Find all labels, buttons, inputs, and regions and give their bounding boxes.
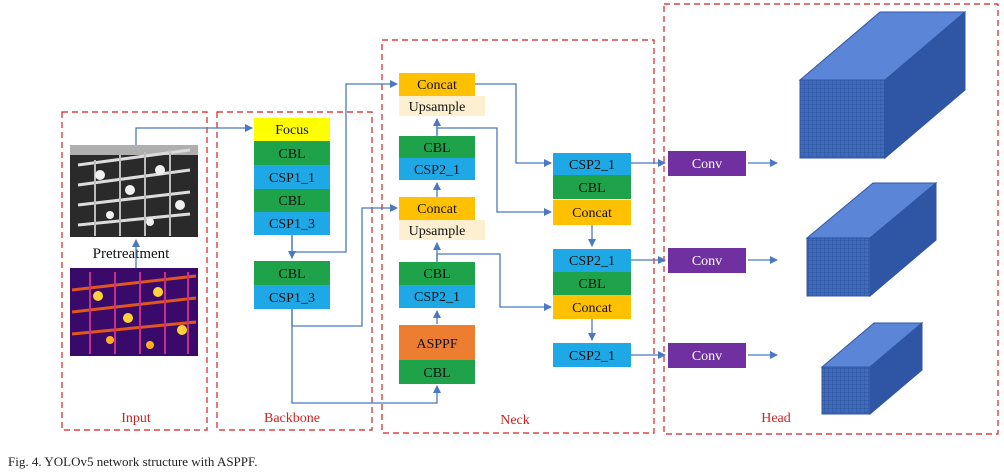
csp2-1-block <box>399 158 475 180</box>
csp1-3-label: CSP1_3 <box>269 291 315 306</box>
concat-label: Concat <box>572 301 612 316</box>
concat-label: Concat <box>417 78 457 93</box>
arrow-csp1-3-to-concat-top <box>291 80 398 253</box>
concat-block <box>399 197 475 220</box>
pretreatment-label: Pretreatment <box>93 246 170 262</box>
upsample-block <box>399 96 485 116</box>
cbl-label: CBL <box>423 141 450 156</box>
cbl-label: CBL <box>278 267 305 282</box>
cbl-label: CBL <box>578 181 605 196</box>
section-label-input: Input <box>121 411 151 426</box>
cbl-label: CBL <box>423 267 450 282</box>
csp1-3-block <box>254 212 330 235</box>
csp1-1-block <box>254 165 330 189</box>
upsample-block <box>399 220 485 240</box>
backbone-section-frame <box>216 111 373 431</box>
cbl-block <box>553 175 631 199</box>
cbl-block <box>254 141 330 165</box>
section-label-head: Head <box>761 411 791 426</box>
cbl-label: CBL <box>423 366 450 381</box>
csp1-3-label: CSP1_3 <box>269 217 315 232</box>
connector-hidden <box>475 208 515 214</box>
arrow-csp1-3-to-cbl-bottom <box>291 309 441 404</box>
csp1-1-label: CSP1_1 <box>269 171 315 186</box>
section-label-backbone: Backbone <box>264 411 320 426</box>
concat-block <box>399 73 475 96</box>
upsample-label: Upsample <box>409 100 466 115</box>
csp2-1-block <box>553 343 631 367</box>
concat-label: Concat <box>572 206 612 221</box>
csp2-1-block <box>553 249 631 272</box>
conv-label: Conv <box>692 349 722 364</box>
cbl-label: CBL <box>278 194 305 209</box>
cbl-label: CBL <box>278 147 305 162</box>
conv-block <box>668 151 746 176</box>
section-label-neck: Neck <box>500 413 530 428</box>
output-tensor-medium <box>805 181 938 298</box>
focus-block <box>254 118 330 141</box>
concat-block <box>553 200 631 225</box>
cbl-block <box>399 360 475 384</box>
cbl-block <box>254 189 330 212</box>
arrow-concat-top-to-csp <box>475 83 552 167</box>
arrow-input-to-focus <box>135 124 253 145</box>
conv-block <box>668 248 746 273</box>
conv-label: Conv <box>692 157 722 172</box>
cbl-block <box>553 272 631 295</box>
conv-block <box>668 343 746 368</box>
cbl-block <box>254 261 330 285</box>
csp2-1-label: CSP2_1 <box>569 349 615 364</box>
csp2-1-label: CSP2_1 <box>569 158 615 173</box>
csp1-3-block <box>254 285 330 309</box>
concat-label: Concat <box>417 202 457 217</box>
focus-label: Focus <box>275 123 308 138</box>
output-tensor-large <box>798 10 967 160</box>
arrow-cbl-to-concat-right <box>436 127 552 216</box>
csp2-1-label: CSP2_1 <box>414 163 460 178</box>
cbl-block <box>399 262 475 285</box>
figure-caption: Fig. 4. YOLOv5 network structure with AS… <box>8 454 258 469</box>
csp2-1-label: CSP2_1 <box>569 254 615 269</box>
concat-block <box>553 295 631 319</box>
input-section-frame <box>61 111 208 431</box>
arrow-cbl-to-concat-lower <box>436 253 552 311</box>
neck-section-frame <box>381 39 655 434</box>
output-tensor-small <box>820 321 924 416</box>
head-section-frame <box>663 3 999 435</box>
csp2-1-block <box>399 285 475 308</box>
conv-label: Conv <box>692 254 722 269</box>
cbl-label: CBL <box>578 277 605 292</box>
csp2-1-label: CSP2_1 <box>414 290 460 305</box>
upsample-label: Upsample <box>409 224 466 239</box>
cbl-block <box>399 136 475 158</box>
asppf-label: ASPPF <box>416 337 457 352</box>
grayscale-thermal-image <box>70 145 198 237</box>
color-thermal-image <box>70 268 198 356</box>
csp2-1-block <box>553 153 631 175</box>
asppf-block <box>399 325 475 360</box>
